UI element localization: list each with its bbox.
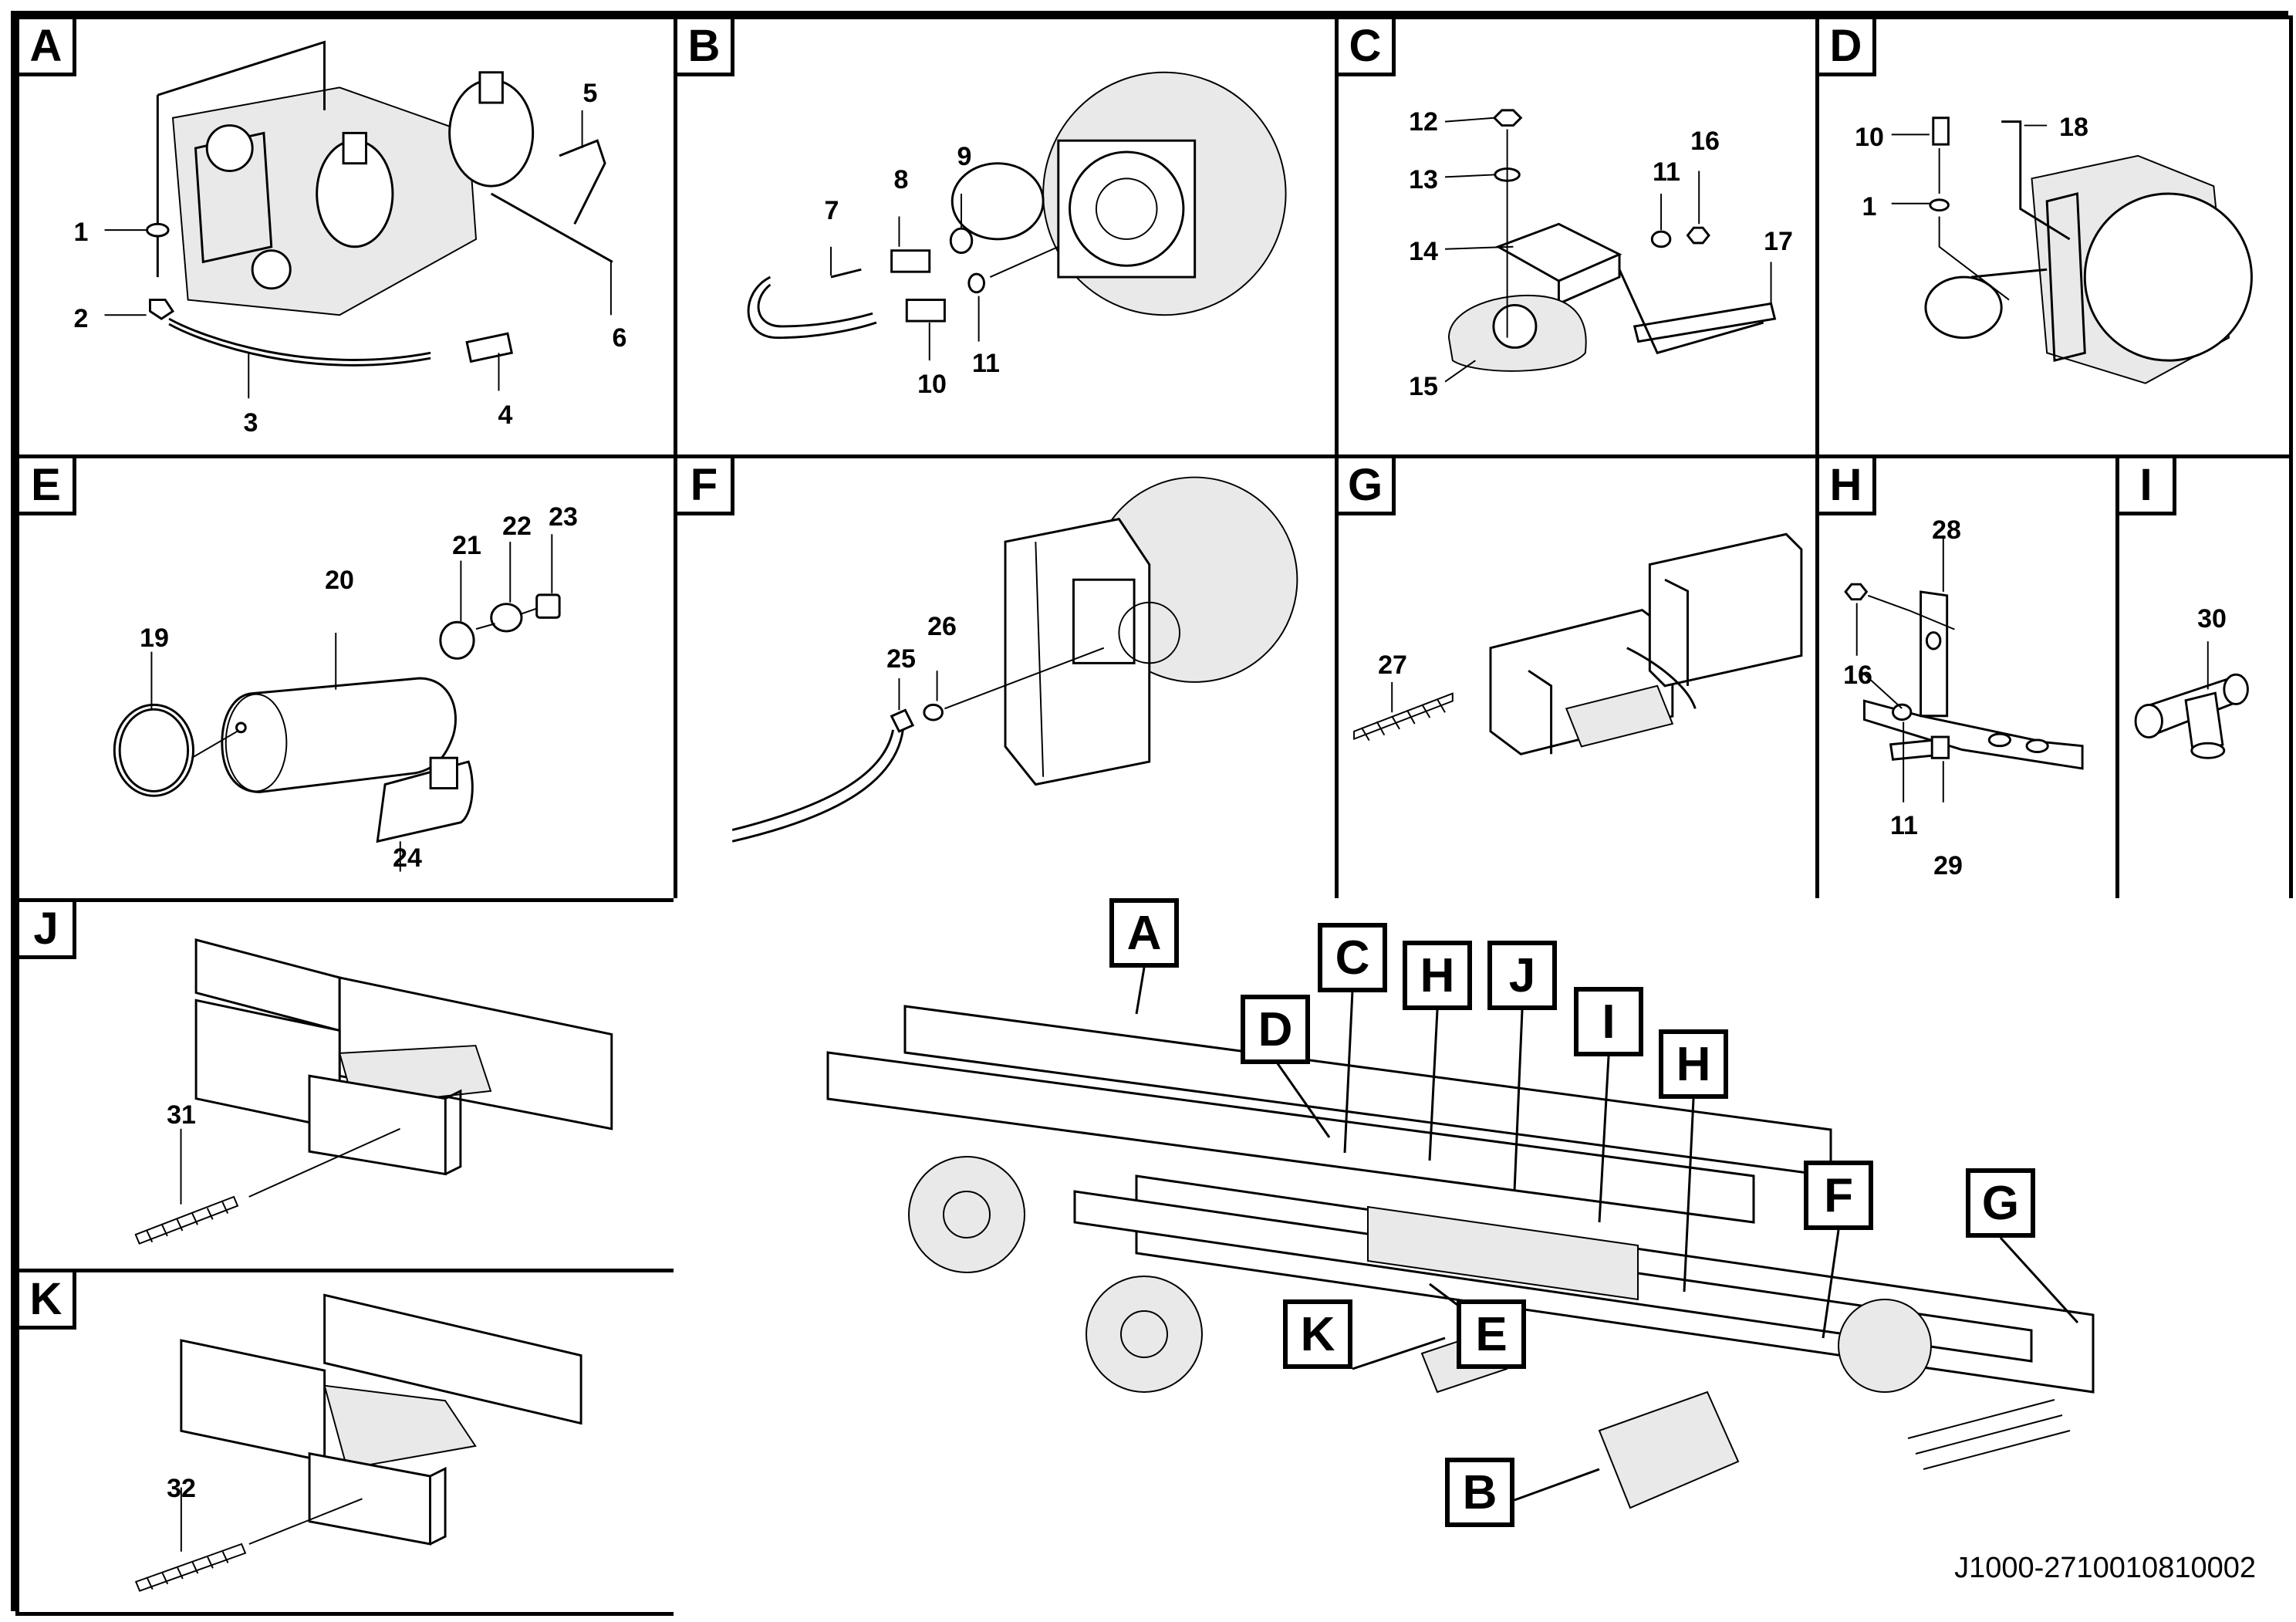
callout-13: 13 <box>1409 165 1438 194</box>
panel-c-label: C <box>1339 19 1396 76</box>
callout-27: 27 <box>1378 650 1407 680</box>
callout-28: 28 <box>1932 515 1961 545</box>
overview-label-a[interactable]: A <box>1109 898 1179 968</box>
callout-15: 15 <box>1409 372 1438 401</box>
callout-26: 26 <box>927 612 957 641</box>
callout-24: 24 <box>393 843 422 873</box>
panel-j: J 31 <box>15 898 677 1272</box>
callout-22: 22 <box>502 512 532 541</box>
callout-1-d: 1 <box>1862 192 1877 221</box>
callout-6: 6 <box>612 323 627 353</box>
overview-chassis-panel: A D C H J I H F G K E B J1000-2710010810… <box>674 898 2293 1616</box>
panel-c: C 12 13 14 15 11 16 17 <box>1335 15 1819 458</box>
overview-label-h[interactable]: H <box>1403 941 1472 1010</box>
callout-10-d: 10 <box>1855 123 1884 152</box>
frame-crossmember-k-illustration <box>134 1293 582 1592</box>
overview-label-g[interactable]: G <box>1966 1168 2035 1238</box>
callout-11-c: 11 <box>1653 157 1680 187</box>
callout-11: 11 <box>972 349 1000 378</box>
callout-32: 32 <box>167 1474 196 1503</box>
mounting-bracket-illustration <box>1844 535 2084 803</box>
panel-k: K 32 <box>15 1269 677 1616</box>
callout-9: 9 <box>957 142 972 171</box>
panel-b: B 7 8 9 10 11 <box>674 15 1339 458</box>
panel-h: H 28 16 11 29 <box>1815 454 2119 902</box>
callout-11-h: 11 <box>1890 811 1918 840</box>
parts-diagram-sheet: A 1 2 3 4 5 6 B 7 <box>11 11 2293 1616</box>
panel-i-label: I <box>2119 458 2176 515</box>
tee-fitting-illustration <box>2134 641 2249 759</box>
panel-a-label: A <box>19 19 76 76</box>
rear-crossmember-illustration <box>1353 532 1803 755</box>
overview-label-f[interactable]: F <box>1804 1161 1873 1230</box>
callout-4: 4 <box>498 400 513 430</box>
overview-label-i[interactable]: I <box>1574 987 1643 1056</box>
axle-housing-fitting-illustration <box>1891 117 2253 384</box>
callout-16: 16 <box>1690 127 1720 156</box>
air-tank-illustration <box>113 534 561 872</box>
panel-a: A 1 2 3 4 5 6 <box>15 15 677 458</box>
panel-d: D 10 1 18 <box>1815 15 2293 458</box>
panel-g-label: G <box>1339 458 1396 515</box>
panel-g: G 27 <box>1335 454 1819 902</box>
callout-8: 8 <box>893 165 909 194</box>
overview-label-j[interactable]: J <box>1487 941 1557 1010</box>
panel-j-label: J <box>19 902 76 959</box>
transmission-breather-illustration <box>731 476 1298 843</box>
overview-label-b[interactable]: B <box>1445 1458 1514 1527</box>
callout-7: 7 <box>824 196 839 225</box>
overview-leader-lines <box>1135 967 2079 1502</box>
callout-23: 23 <box>549 502 578 532</box>
panel-e-label: E <box>19 458 76 515</box>
callout-20: 20 <box>325 566 354 595</box>
callout-2: 2 <box>73 304 89 333</box>
valve-bracket-illustration <box>1444 109 1777 383</box>
panel-i: I 30 <box>2115 454 2293 902</box>
callout-25: 25 <box>886 644 916 674</box>
panel-h-label: H <box>1819 458 1876 515</box>
document-id: J1000-2710010810002 <box>1954 1552 2256 1584</box>
callout-21: 21 <box>452 531 481 560</box>
panel-b-label: B <box>677 19 734 76</box>
callout-30: 30 <box>2197 604 2227 634</box>
panel-f: F 25 26 <box>674 454 1339 902</box>
axle-hub-hose-illustration <box>747 71 1287 361</box>
callout-29: 29 <box>1933 851 1963 880</box>
panel-d-label: D <box>1819 19 1876 76</box>
panel-f-label: F <box>677 458 734 515</box>
callout-12: 12 <box>1409 107 1438 137</box>
callout-17: 17 <box>1764 227 1793 256</box>
overview-label-d[interactable]: D <box>1241 995 1310 1064</box>
callout-14: 14 <box>1409 237 1438 266</box>
callout-31: 31 <box>167 1100 196 1130</box>
rear-axle-air-spring-illustration <box>104 40 613 399</box>
callout-3: 3 <box>243 408 258 438</box>
callout-1: 1 <box>73 218 89 247</box>
callout-10: 10 <box>917 370 947 399</box>
overview-label-k[interactable]: K <box>1283 1299 1352 1369</box>
panel-e: E 19 20 21 22 23 24 <box>15 454 677 902</box>
overview-label-h-2[interactable]: H <box>1659 1029 1728 1099</box>
callout-16-h: 16 <box>1843 661 1872 690</box>
frame-crossmember-j-illustration <box>134 938 613 1245</box>
callout-18: 18 <box>2059 113 2088 142</box>
chassis-overview-illustration <box>826 1005 2095 1509</box>
overview-label-e[interactable]: E <box>1457 1299 1526 1369</box>
callout-5: 5 <box>582 79 598 108</box>
callout-19: 19 <box>140 623 169 653</box>
panel-k-label: K <box>19 1272 76 1330</box>
overview-label-c[interactable]: C <box>1318 923 1387 992</box>
